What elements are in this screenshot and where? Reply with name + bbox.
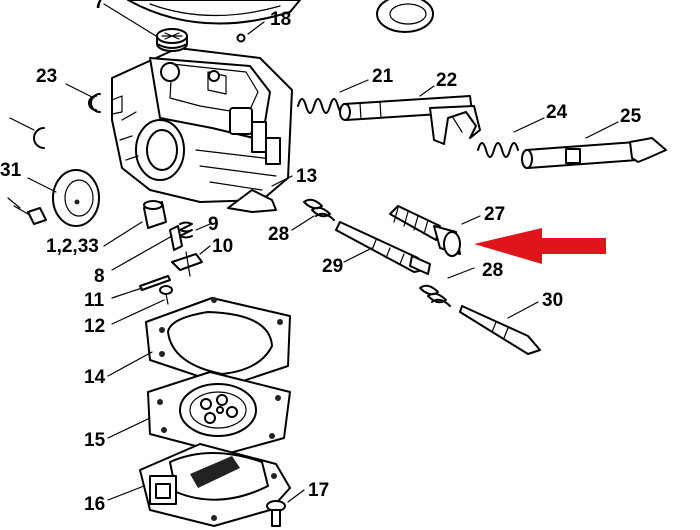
part-31-disc xyxy=(52,169,100,227)
part-20-spring xyxy=(297,98,345,114)
part-7-cap xyxy=(156,28,188,52)
label-12: 12 xyxy=(84,316,105,337)
label-29: 29 xyxy=(322,256,343,277)
part-30-needle xyxy=(459,305,541,355)
part-24-spring xyxy=(477,142,519,158)
label-30: 30 xyxy=(542,290,563,311)
red-indicator-arrow xyxy=(474,228,606,264)
label-13: 13 xyxy=(296,166,317,187)
label-25: 25 xyxy=(620,106,642,127)
part-27-needle xyxy=(389,205,461,257)
part-18-pin xyxy=(236,33,246,43)
label-28-lower: 28 xyxy=(482,260,503,281)
part-top-disc xyxy=(376,0,434,33)
label-16: 16 xyxy=(84,494,105,515)
part-8-needle xyxy=(169,225,183,251)
label-22: 22 xyxy=(436,70,457,91)
part-28-spring-lower xyxy=(419,284,451,307)
part-left-screw xyxy=(13,205,47,225)
part-10-lever xyxy=(171,251,203,277)
part-22-lever xyxy=(429,105,481,145)
label-18: 18 xyxy=(270,9,291,30)
leader-lines xyxy=(7,3,619,503)
label-11: 11 xyxy=(84,290,105,311)
part-17-screw xyxy=(266,500,286,527)
part-14-gasket xyxy=(145,297,291,387)
label-31: 31 xyxy=(0,160,22,181)
label-9: 9 xyxy=(208,214,219,235)
part-number-labels: 7 18 23 21 22 24 25 31 13 9 10 1,2,33 8 … xyxy=(0,0,642,515)
label-15: 15 xyxy=(84,430,106,451)
part-7-fragment xyxy=(127,0,301,25)
label-27: 27 xyxy=(484,204,505,225)
part-28-spring-upper xyxy=(303,198,335,221)
part-23-clip xyxy=(88,93,101,113)
part-16-cover xyxy=(139,443,291,527)
label-1-2-33: 1,2,33 xyxy=(46,236,99,257)
label-8: 8 xyxy=(94,266,105,287)
label-7: 7 xyxy=(94,0,105,13)
part-25-shaft xyxy=(521,137,667,169)
label-28-upper: 28 xyxy=(268,224,289,245)
label-23: 23 xyxy=(36,66,57,87)
part-1-2-33-plug xyxy=(143,200,167,229)
part-15-diaphragm xyxy=(147,371,291,455)
label-17: 17 xyxy=(308,480,329,501)
part-left-clip xyxy=(33,127,45,149)
label-21: 21 xyxy=(372,66,394,87)
label-24: 24 xyxy=(546,102,568,123)
part-9-spring xyxy=(179,221,193,239)
part-29-needle xyxy=(335,221,431,275)
label-10: 10 xyxy=(212,236,233,257)
label-14: 14 xyxy=(84,367,106,388)
carburetor-body xyxy=(111,47,293,203)
part-13-wedge xyxy=(227,189,277,213)
part-12-screw xyxy=(159,285,173,305)
